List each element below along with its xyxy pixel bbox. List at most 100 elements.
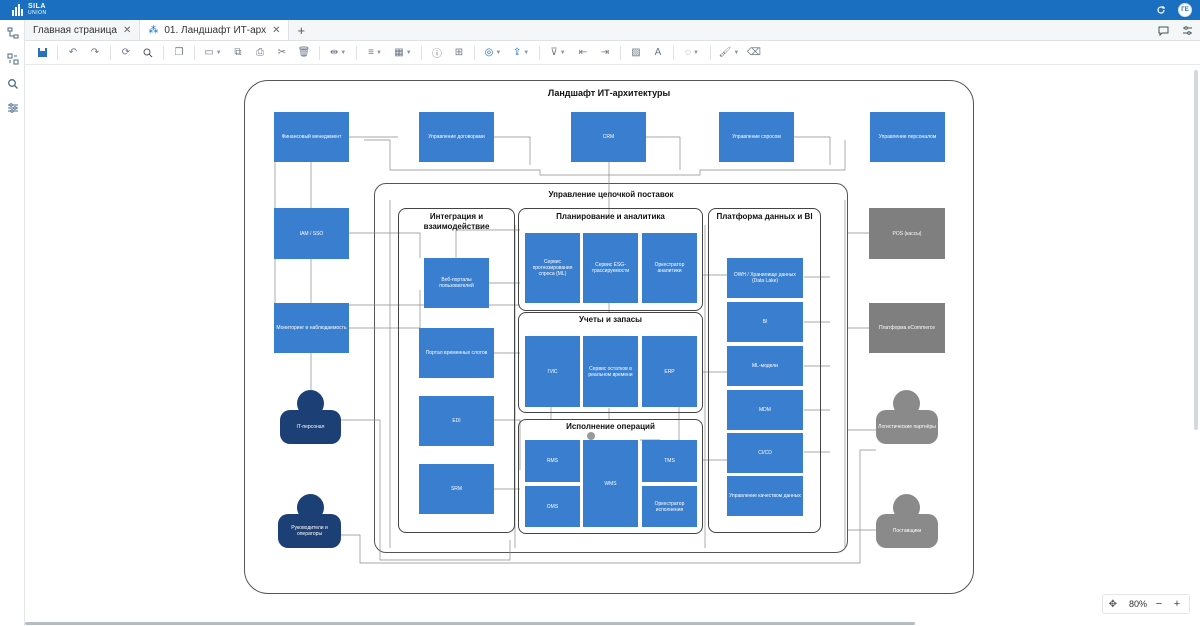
cut-icon[interactable]: ✂	[277, 47, 287, 58]
planning-group[interactable]	[518, 208, 703, 311]
avatar[interactable]: ГЕ	[1178, 3, 1192, 17]
box-exec-orch[interactable]: Оркестратор исполнения	[642, 486, 697, 527]
actor-label: Логистические партнёры	[876, 410, 938, 444]
logo-line1: SILA	[28, 3, 46, 10]
diagram-tree-icon[interactable]	[6, 27, 19, 40]
refresh-icon[interactable]	[1154, 3, 1168, 17]
diagram-title: Ландшафт ИТ-архитектуры	[547, 88, 671, 98]
box-contracts[interactable]: Управление договорами	[419, 112, 494, 162]
accounting-group[interactable]	[518, 312, 703, 413]
box-analytics-orch[interactable]: Оркестратор аналитики	[642, 233, 697, 303]
tab-label: 01. Ландшафт ИТ-арх	[164, 24, 267, 36]
tab-landscape[interactable]: ⁂ 01. Ландшафт ИТ-арх ✕	[140, 20, 290, 40]
spacing-icon[interactable]: ⇹▼	[329, 47, 347, 58]
align-icon[interactable]: ≡▼	[368, 47, 382, 58]
box-gis[interactable]: ГИС	[525, 336, 580, 407]
left-sidebar	[0, 20, 25, 626]
distribute-h-icon[interactable]: ⇤	[578, 47, 588, 58]
arrange-icon[interactable]: ▦▼	[394, 47, 412, 58]
box-finance[interactable]: Финансовый менеджмент	[274, 112, 349, 162]
box-demand[interactable]: Управление спросом	[719, 112, 794, 162]
box-tms[interactable]: TMS	[642, 440, 697, 482]
actor-label: Руководители и операторы	[278, 514, 341, 548]
app-logo[interactable]: SILA UNION	[12, 3, 47, 16]
box-web-portals[interactable]: Веб-порталы пользователей	[424, 258, 489, 308]
box-monitoring[interactable]: Мониторинг и наблюдаемость	[274, 303, 349, 353]
delete-icon[interactable]: 🗑	[297, 47, 311, 58]
print-icon[interactable]: ⎙	[256, 47, 264, 58]
copy-icon[interactable]: ❐	[174, 47, 184, 58]
zoom-level: 80%	[1128, 599, 1147, 609]
data-platform-title: Платформа данных и BI	[716, 212, 813, 221]
vertical-scrollbar[interactable]	[1194, 70, 1198, 430]
box-bi[interactable]: BI	[727, 302, 803, 342]
integration-title: Интеграция и взаимодействие	[423, 212, 490, 231]
refresh-icon[interactable]: ⟳	[121, 47, 131, 58]
tab-bar: Главная страница ✕ ⁂ 01. Ландшафт ИТ-арх…	[25, 20, 1200, 41]
redo-icon[interactable]: ↷	[90, 47, 100, 58]
box-mdm[interactable]: MDM	[727, 390, 803, 430]
box-cicd[interactable]: CI/CD	[727, 433, 803, 473]
shape-icon[interactable]: ◌▼	[685, 47, 699, 58]
save-icon[interactable]	[31, 44, 53, 62]
close-icon[interactable]: ✕	[272, 24, 281, 36]
box-pos[interactable]: POS (кассы)	[869, 208, 945, 259]
horizontal-scrollbar[interactable]	[25, 622, 915, 625]
hierarchy-icon[interactable]: ⊞	[454, 47, 464, 58]
search-icon[interactable]	[6, 78, 19, 91]
search-icon[interactable]	[137, 44, 159, 62]
box-forecast[interactable]: Сервис прогнозирования спроса (ML)	[525, 233, 580, 303]
box-hr[interactable]: Управление персоналом	[870, 112, 945, 162]
logo-text: SILA UNION	[28, 3, 47, 16]
box-slot-portal[interactable]: Портал временных слотов	[419, 328, 494, 378]
comments-icon[interactable]	[1156, 23, 1170, 37]
box-ecommerce[interactable]: Платформа eCommerce	[869, 303, 945, 353]
info-icon[interactable]: ⓘ	[432, 49, 442, 60]
box-ml-models[interactable]: ML-модели	[727, 346, 803, 386]
box-rms[interactable]: RMS	[525, 440, 580, 482]
add-tab-button[interactable]: +	[297, 22, 306, 38]
box-oms[interactable]: OMS	[525, 486, 580, 527]
undo-icon[interactable]: ↶	[68, 47, 78, 58]
filter-icon[interactable]: ⊽▼	[550, 47, 566, 58]
box-dwh[interactable]: DWH / Хранилище данных (Data Lake)	[727, 258, 803, 298]
box-erp[interactable]: ERP	[642, 336, 697, 407]
box-esg[interactable]: Сервис ESG-трассируемости	[583, 233, 638, 303]
select-icon[interactable]: ◎▼	[484, 47, 502, 58]
paste-icon[interactable]: ▭▼	[204, 47, 222, 58]
distribute-v-icon[interactable]: ⇥	[600, 47, 610, 58]
model-icon[interactable]	[6, 53, 19, 66]
box-iam[interactable]: IAM / SSO	[274, 208, 349, 259]
settings-icon[interactable]	[1180, 23, 1194, 37]
lock-icon	[587, 432, 595, 440]
zoom-out-button[interactable]: −	[1155, 598, 1163, 610]
box-wms[interactable]: WMS	[583, 440, 638, 527]
tab-label: Главная страница	[33, 24, 117, 36]
accounting-title: Учеты и запасы	[579, 315, 642, 324]
text-icon[interactable]: A	[654, 47, 662, 58]
box-realtime-stock[interactable]: Сервис остатков в реальном времени	[583, 336, 638, 407]
planning-title: Планирование и аналитика	[556, 212, 665, 221]
export-icon[interactable]: ⇪▼	[512, 47, 530, 58]
zoom-in-button[interactable]: +	[1173, 598, 1181, 610]
logo-mark-icon	[12, 4, 24, 16]
eraser-icon[interactable]: ⌫	[746, 47, 762, 58]
data-platform-group[interactable]	[708, 208, 821, 533]
filter-settings-icon[interactable]	[6, 102, 19, 115]
execution-group[interactable]	[518, 419, 703, 534]
close-icon[interactable]: ✕	[122, 24, 132, 36]
format-painter-icon[interactable]: 🖌▼	[718, 47, 740, 58]
execution-title: Исполнение операций	[566, 422, 655, 431]
duplicate-icon[interactable]: ⧉	[234, 47, 242, 58]
zoom-control: ✥ 80% − +	[1101, 594, 1190, 614]
integration-group[interactable]	[398, 208, 515, 533]
box-srm[interactable]: SRM	[419, 464, 494, 514]
tab-home[interactable]: Главная страница ✕	[25, 20, 141, 40]
box-edi[interactable]: EDI	[419, 396, 494, 446]
fit-view-icon[interactable]: ✥	[1108, 598, 1117, 610]
image-icon[interactable]: ▨	[631, 47, 641, 58]
box-data-quality[interactable]: Управление качеством данных	[727, 476, 803, 516]
box-crm[interactable]: CRM	[571, 112, 646, 162]
diagram-toolbar: ↶ ↷ ⟳ ❐ ▭▼ ⧉ ⎙ ✂ 🗑 ⇹▼ ≡▼ ▦▼ ⓘ ⊞ ◎▼ ⇪▼ ⊽▼…	[25, 41, 1200, 65]
supply-chain-frame[interactable]	[374, 183, 848, 553]
